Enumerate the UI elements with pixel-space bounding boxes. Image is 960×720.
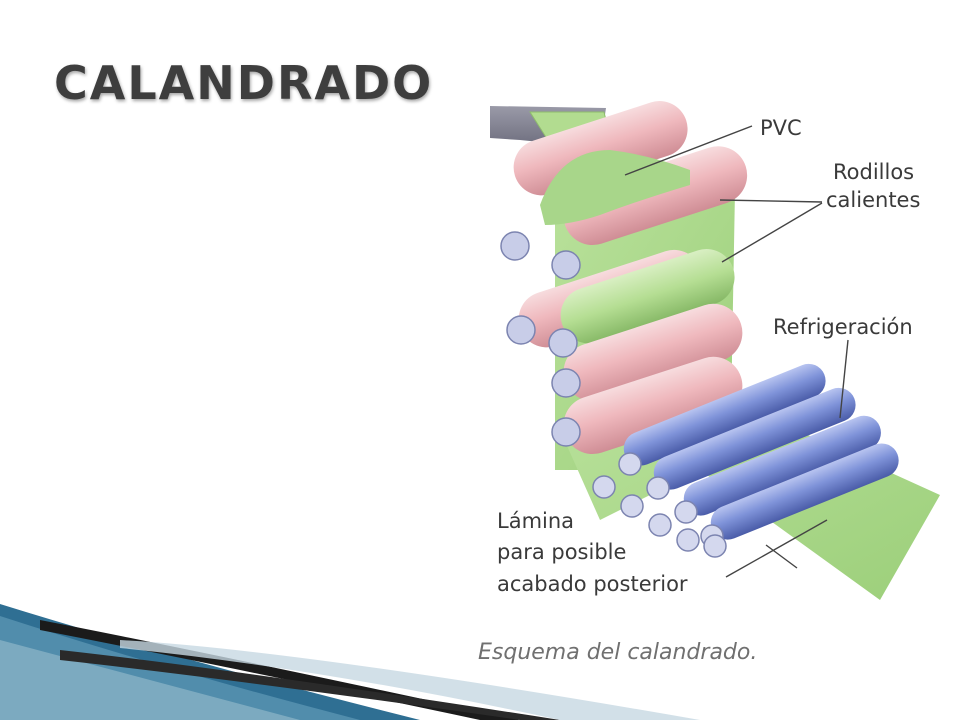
cooling-rollers: [623, 363, 899, 540]
diagram-caption: Esquema del calandrado.: [478, 640, 758, 665]
corner-decoration: [0, 604, 700, 720]
label-sheet-line2: para posible: [497, 540, 627, 564]
roller-shaft-ends: [500, 231, 581, 447]
label-sheet-line3: acabado posterior: [497, 572, 688, 596]
leader-lines: [624, 125, 849, 578]
label-hot-rollers-line2: calientes: [826, 188, 921, 212]
hot-roller: [563, 303, 743, 402]
label-sheet-line1: Lámina: [497, 509, 575, 533]
label-cooling: Refrigeración: [773, 315, 913, 339]
hot-roller: [513, 101, 688, 196]
pvc-heap: [540, 150, 690, 225]
hot-roller: [563, 356, 743, 455]
label-hot-rollers-line1: Rodillos: [833, 160, 915, 184]
cooling-roller-ends: [592, 452, 727, 558]
label-pvc: PVC: [760, 116, 802, 140]
hot-roller: [560, 249, 735, 344]
slide-title: CALANDRADO: [54, 56, 434, 110]
